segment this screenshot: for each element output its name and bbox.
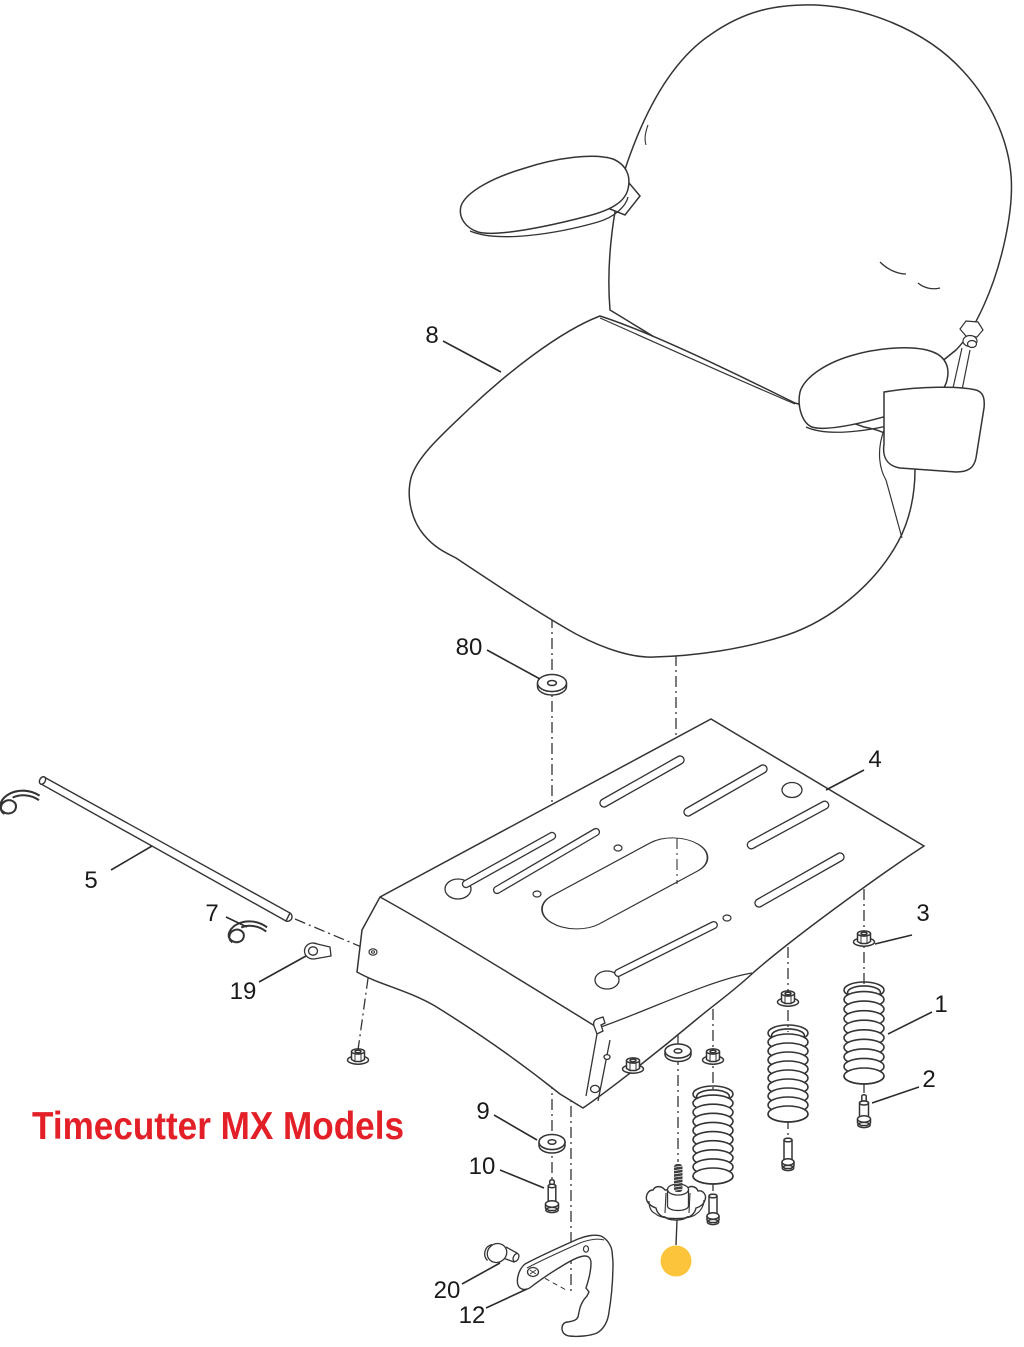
svg-text:2: 2 <box>922 1066 935 1093</box>
svg-text:20: 20 <box>434 1277 461 1304</box>
svg-text:3: 3 <box>916 900 929 927</box>
svg-text:8: 8 <box>425 322 438 349</box>
svg-text:5: 5 <box>84 867 97 894</box>
svg-text:Timecutter MX Models: Timecutter MX Models <box>32 1105 404 1148</box>
svg-text:12: 12 <box>459 1302 486 1329</box>
svg-text:19: 19 <box>230 978 257 1005</box>
svg-text:4: 4 <box>868 746 881 773</box>
svg-text:80: 80 <box>456 634 483 661</box>
svg-text:7: 7 <box>205 900 218 927</box>
svg-text:10: 10 <box>469 1153 496 1180</box>
svg-text:9: 9 <box>476 1098 489 1125</box>
svg-text:1: 1 <box>934 991 947 1018</box>
